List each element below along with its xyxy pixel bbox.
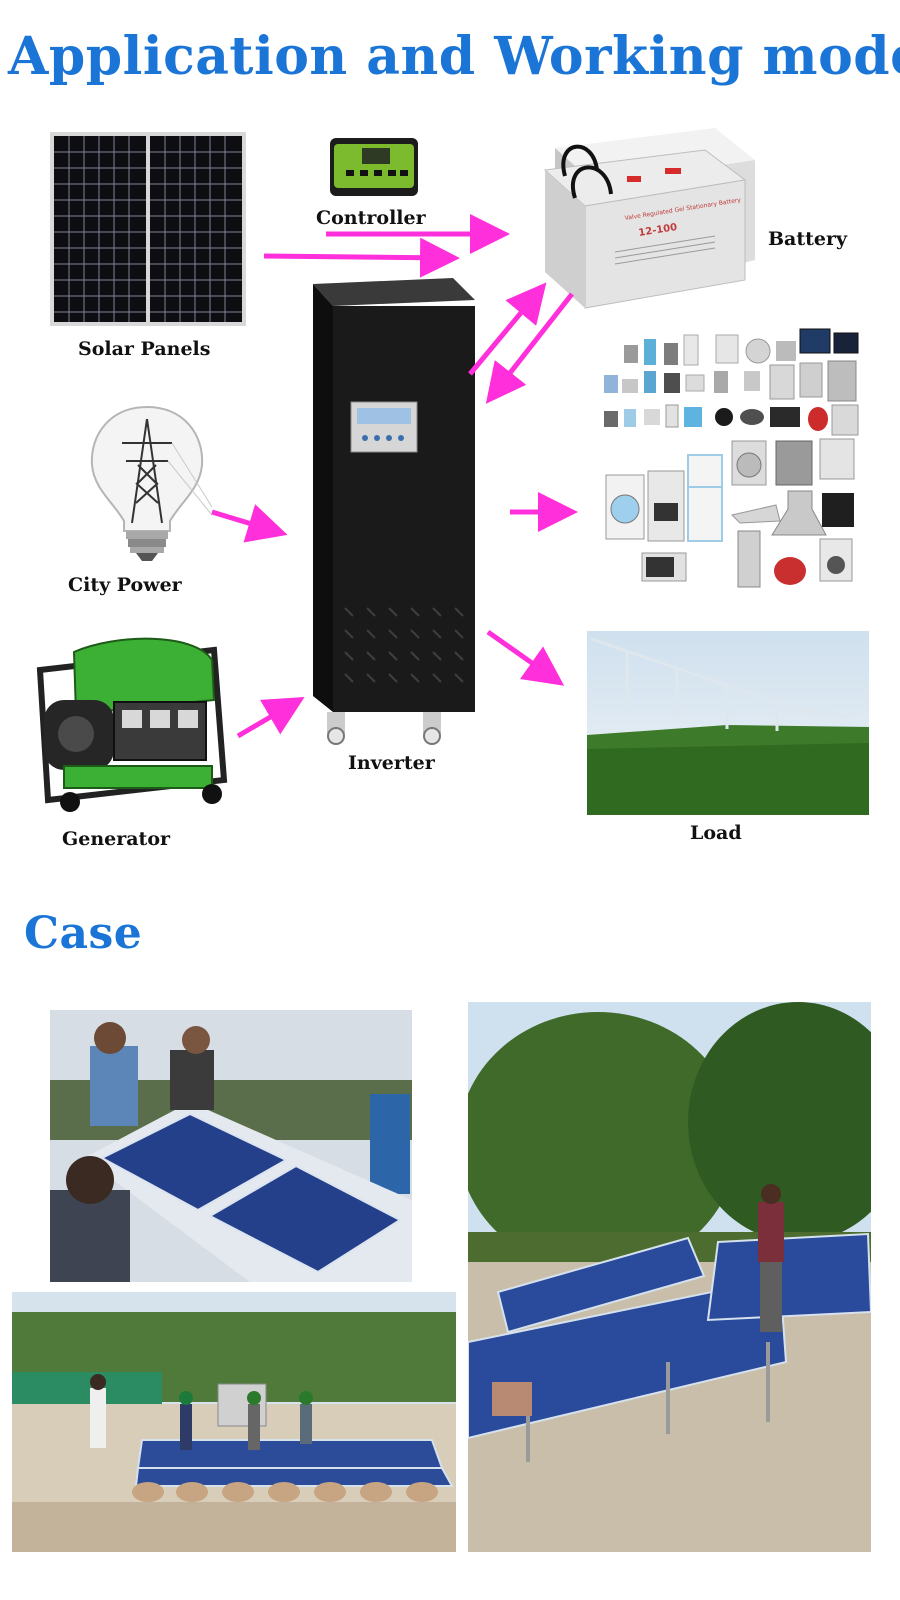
flow-arrows	[211, 214, 578, 739]
solar-cell-grid	[54, 136, 242, 322]
load-label: Load	[690, 822, 742, 844]
appliances-image	[604, 328, 859, 588]
generator-image	[36, 637, 228, 812]
solar-panels-image	[50, 132, 246, 326]
small-appliance-icons	[604, 328, 859, 436]
generator-label: Generator	[62, 828, 170, 850]
arrow-inverter-to-farmland	[486, 629, 565, 686]
rooftop-module-grid	[134, 1439, 454, 1487]
farmland-image	[587, 631, 869, 815]
inverter-vent-grid	[344, 607, 464, 683]
solar-array-panels	[468, 1232, 871, 1440]
case-photo-ground-array	[468, 1002, 871, 1552]
irrigation-pivot	[590, 637, 850, 731]
case-heading: Case	[24, 908, 143, 959]
pylon-icon	[122, 418, 172, 524]
controller-label: Controller	[316, 207, 426, 229]
city-power-image	[90, 405, 212, 561]
arrow-inverter-to-battery	[468, 282, 547, 376]
solar-module-grid	[99, 1112, 403, 1274]
main-heading: Application and Working model	[8, 26, 900, 87]
solar-panels-label: Solar Panels	[78, 338, 211, 360]
arrow-city-power-to-inverter	[211, 504, 288, 543]
arrow-generator-to-inverter	[236, 696, 305, 739]
battery-image: Valve Regulated Gel Stationary Battery 1…	[543, 128, 755, 309]
city-power-label: City Power	[68, 574, 182, 596]
controller-image	[330, 138, 418, 196]
case-photo-rooftop-array	[12, 1292, 456, 1552]
large-appliance-icons	[605, 438, 855, 588]
arrow-battery-to-inverter	[485, 292, 574, 404]
arrow-solar-to-battery	[263, 237, 460, 278]
inverter-label: Inverter	[348, 752, 435, 774]
battery-label: Battery	[768, 228, 848, 250]
inverter-image	[313, 278, 475, 745]
case-photo-rooftop-installers	[50, 1010, 412, 1282]
